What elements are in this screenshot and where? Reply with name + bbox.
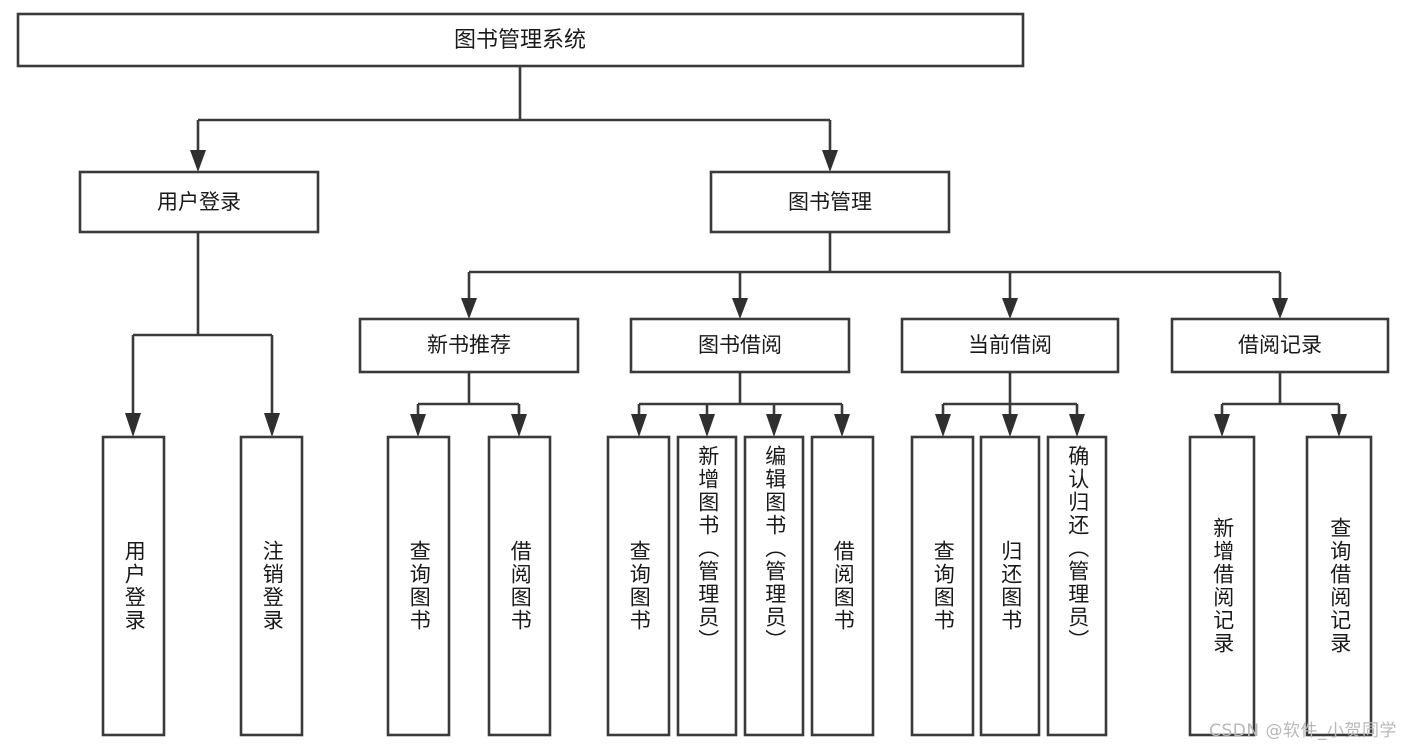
- node-book-borrow[interactable]: [629, 317, 851, 374]
- arrow-head-leaf-borrow-book-1: [511, 414, 527, 437]
- node-current-borrow[interactable]: [900, 317, 1120, 374]
- arrow-head-leaf-add-book: [699, 414, 715, 437]
- arrow-head-book-borrow: [732, 298, 748, 319]
- node-leaf-confirm-return[interactable]: [1046, 435, 1108, 737]
- node-user-login-label: 用户登录: [157, 190, 241, 214]
- arrow-head-leaf-query-book-2: [631, 414, 647, 437]
- arrow-head-leaf-add-record: [1214, 414, 1230, 437]
- node-leaf-query-book-3[interactable]: [910, 435, 975, 737]
- node-leaf-borrow-book-1[interactable]: [487, 435, 552, 737]
- arrow-head-current-borrow: [1002, 298, 1018, 319]
- arrow-head-leaf-borrow-book-2: [834, 414, 850, 437]
- arrow-head-leaf-logout: [264, 413, 280, 437]
- node-root-label: 图书管理系统: [454, 28, 586, 53]
- node-borrow-record-label: 借阅记录: [1238, 333, 1322, 357]
- arrow-head-leaf-confirm-return: [1069, 414, 1085, 437]
- arrow-head-leaf-user-login: [125, 413, 141, 437]
- arrow-head-book-manage: [822, 150, 838, 172]
- arrow-head-borrow-record: [1272, 298, 1288, 319]
- node-leaf-edit-book[interactable]: [743, 435, 805, 737]
- node-leaf-logout[interactable]: [239, 435, 304, 737]
- node-current-borrow-label: 当前借阅: [968, 333, 1052, 357]
- arrow-head-leaf-query-record: [1331, 414, 1347, 437]
- node-leaf-add-record[interactable]: [1188, 435, 1256, 737]
- node-leaf-return-book[interactable]: [979, 435, 1041, 737]
- node-leaf-borrow-book-2[interactable]: [810, 435, 875, 737]
- arrow-head-leaf-query-book-1: [410, 414, 426, 437]
- arrow-head-new-book-rec: [461, 298, 477, 319]
- node-new-book-rec-label: 新书推荐: [427, 333, 511, 357]
- node-book-manage-label: 图书管理: [788, 190, 872, 214]
- node-user-login[interactable]: [78, 170, 320, 234]
- node-leaf-query-book-1[interactable]: [386, 435, 451, 737]
- node-leaf-query-record[interactable]: [1305, 435, 1373, 737]
- node-book-manage[interactable]: [709, 170, 951, 234]
- node-leaf-query-book-2[interactable]: [606, 435, 671, 737]
- node-new-book-rec[interactable]: [358, 317, 580, 374]
- node-root[interactable]: [16, 12, 1025, 68]
- arrow-head-leaf-return-book: [1002, 414, 1018, 437]
- node-book-borrow-label: 图书借阅: [698, 333, 782, 357]
- arrow-head-user-login: [190, 150, 206, 172]
- node-leaf-add-book[interactable]: [676, 435, 738, 737]
- arrow-head-leaf-edit-book: [766, 414, 782, 437]
- csdn-watermark: CSDN @软件_小贺同学: [1209, 721, 1397, 741]
- arrow-head-leaf-query-book-3: [935, 414, 951, 437]
- node-leaf-user-login[interactable]: [101, 435, 166, 737]
- node-borrow-record[interactable]: [1170, 317, 1390, 374]
